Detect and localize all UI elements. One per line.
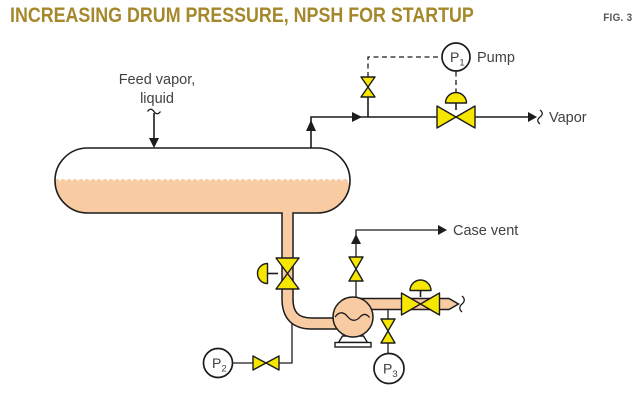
pump-casing — [332, 296, 374, 338]
valve-p3-isolation — [380, 318, 396, 344]
svg-text:P1: P1 — [450, 49, 465, 69]
vapor-outlet: Vapor — [475, 109, 587, 126]
p2-tap-line — [232, 320, 293, 364]
label-feed-line1: Feed vapor, — [119, 72, 196, 88]
pressure-indicator-p1: P1 Pump — [441, 42, 515, 72]
pump-base-plate — [334, 341, 372, 348]
label-vapor: Vapor — [549, 110, 587, 126]
feed-inlet: Feed vapor, liquid — [119, 72, 196, 148]
pipe-break-icon — [459, 295, 465, 313]
pipe-break-icon — [146, 108, 162, 115]
actuator-dome-icon — [256, 262, 269, 285]
valve-discharge-control — [400, 279, 441, 316]
page-title: INCREASING DRUM PRESSURE, NPSH FOR START… — [10, 4, 474, 27]
figure-label: FIG. 3 — [602, 12, 632, 24]
label-case-vent: Case vent — [453, 223, 518, 239]
suction-pipe — [281, 209, 342, 330]
pump-liquid-level — [334, 312, 371, 321]
pressure-indicator-p2: P2 — [202, 347, 280, 379]
vent-arrow-up-icon — [351, 234, 361, 244]
actuator-dome-icon — [444, 91, 468, 104]
pipe-break-icon — [537, 109, 543, 125]
svg-text:P2: P2 — [212, 355, 227, 375]
label-feed-line2: liquid — [140, 91, 174, 107]
vapor-arrow-icon — [528, 112, 537, 122]
feed-arrow-icon — [149, 138, 159, 148]
signal-line-to-p1 — [367, 56, 441, 77]
svg-text:P3: P3 — [383, 361, 398, 381]
flash-drum — [54, 147, 351, 214]
vent-arrow-right-icon — [438, 225, 447, 235]
label-pump: Pump — [477, 50, 515, 66]
pressure-indicator-p3: P3 — [373, 310, 405, 385]
centrifugal-pump — [332, 296, 374, 348]
case-vent-line: Case vent — [348, 223, 518, 298]
valve-p2-isolation — [252, 355, 280, 371]
flow-arrow-up-icon — [306, 120, 316, 131]
flow-arrow-right-icon — [352, 112, 362, 122]
valve-case-vent — [348, 256, 364, 282]
valve-vapor-control — [436, 91, 476, 129]
drum-liquid — [55, 179, 350, 213]
actuator-dome-icon — [409, 279, 432, 292]
vapor-line — [306, 56, 457, 148]
valve-drum-outlet — [256, 257, 300, 290]
valve-vapor-tap — [360, 76, 376, 98]
